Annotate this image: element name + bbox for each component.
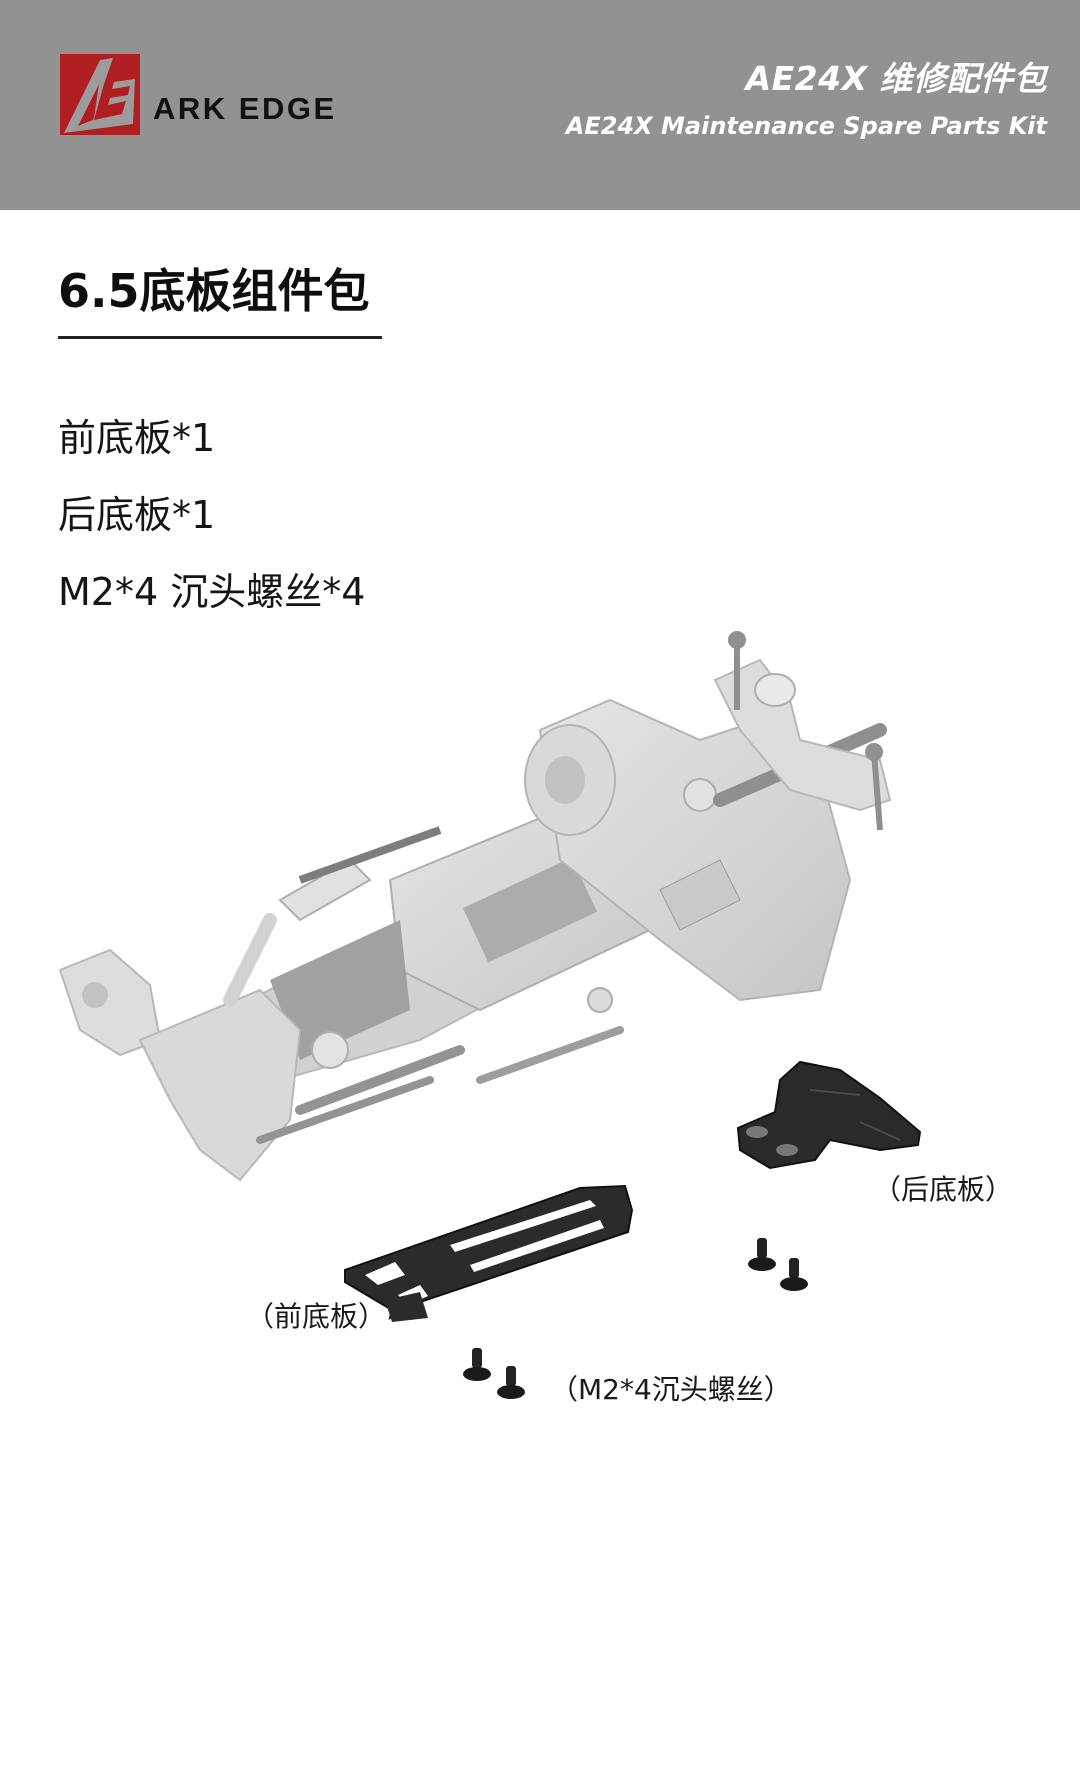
brand-name: ARK EDGE xyxy=(153,91,337,126)
parts-list-item: 后底板*1 xyxy=(58,493,216,537)
title-underline xyxy=(58,336,382,339)
exploded-view-illustration: （后底板） （前底板） （M2*4沉头螺丝） xyxy=(0,620,1080,1440)
ae-logo-icon xyxy=(60,54,140,135)
chassis-assembly-icon xyxy=(58,631,922,1399)
header-titles: AE24X 维修配件包 AE24X Maintenance Spare Part… xyxy=(566,56,1047,146)
rear-plate-callout: （后底板） xyxy=(873,1173,1014,1206)
brand-logo: ARK EDGE xyxy=(60,54,337,135)
parts-list-item: 前底板*1 xyxy=(58,416,216,460)
rear-plate-part xyxy=(736,1060,922,1170)
front-plate-part xyxy=(344,1184,634,1322)
screws-callout: （M2*4沉头螺丝） xyxy=(550,1373,792,1406)
parts-list-item: M2*4 沉头螺丝*4 xyxy=(58,570,366,614)
screw-icon xyxy=(497,1366,525,1399)
parts-list: 前底板*1 后底板*1 M2*4 沉头螺丝*4 xyxy=(58,400,365,631)
screw-icon xyxy=(463,1348,491,1381)
header-banner: ARK EDGE AE24X 维修配件包 AE24X Maintenance S… xyxy=(0,0,1080,210)
section-title: 6.5底板组件包 xyxy=(58,264,370,318)
kit-title-english: AE24X Maintenance Spare Parts Kit xyxy=(565,112,1047,140)
screw-icon xyxy=(748,1238,776,1271)
screw-icon xyxy=(780,1258,808,1291)
front-plate-callout: （前底板） xyxy=(246,1300,387,1333)
kit-title-chinese: AE24X 维修配件包 xyxy=(745,59,1047,98)
